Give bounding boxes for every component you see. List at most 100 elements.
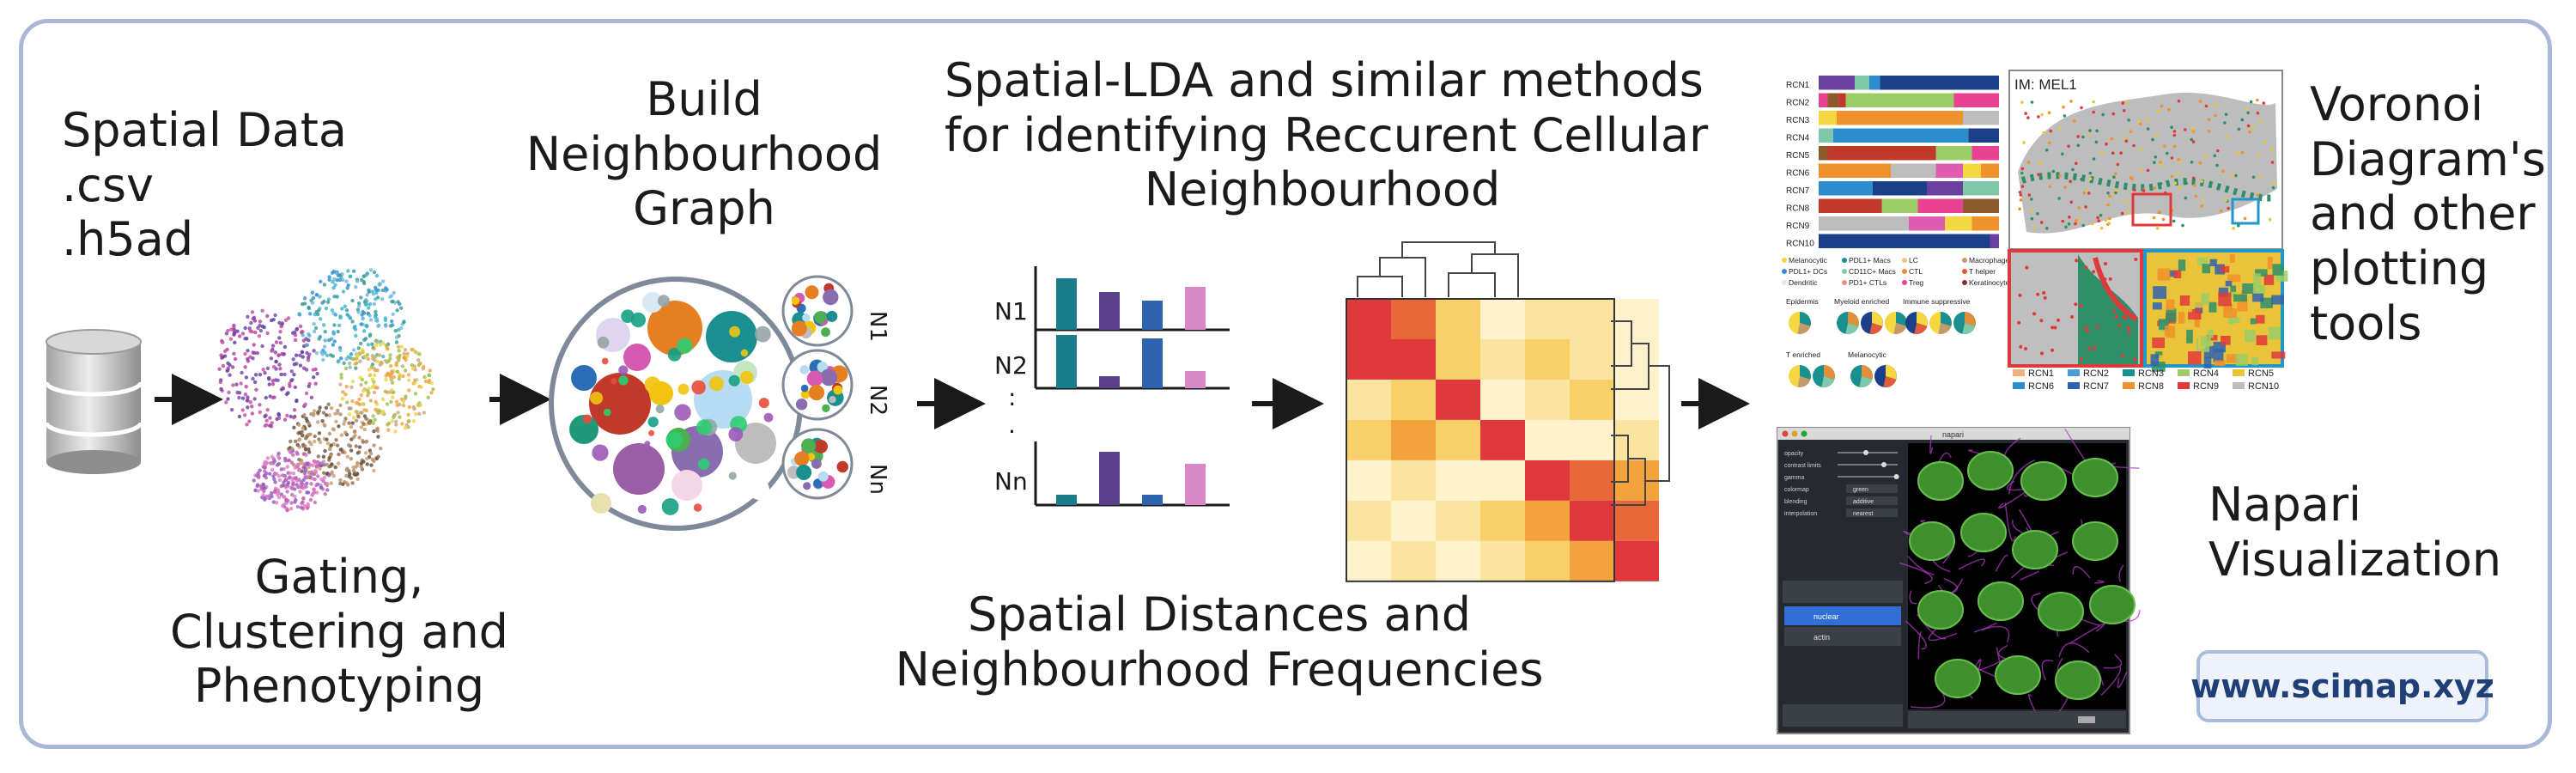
- umap-point: [285, 413, 289, 417]
- umap-point: [392, 301, 398, 305]
- umap-point: [309, 442, 313, 447]
- website-link[interactable]: www.scimap.xyz: [2190, 650, 2494, 722]
- rcn-composition-plot: RCN1RCN2RCN3RCN4RCN5RCN6RCN7RCN8RCN9RCN1…: [1786, 76, 1999, 249]
- pie-slice: [1914, 323, 1928, 334]
- cell-circle: [597, 336, 610, 349]
- umap-point: [273, 350, 277, 355]
- pie-slice: [1848, 312, 1859, 326]
- umap-point: [359, 461, 363, 466]
- umap-point: [422, 364, 426, 369]
- nbhd-label-nn: Nn: [865, 464, 890, 495]
- umap-point: [307, 474, 311, 478]
- voronoi-point: [2082, 191, 2087, 195]
- legend-label: RCN7: [2083, 381, 2109, 392]
- voronoi-point: [2057, 318, 2061, 322]
- voronoi-point: [2084, 326, 2088, 330]
- legend-swatch: [2233, 369, 2245, 376]
- voronoi-cell: [2155, 296, 2165, 307]
- voronoi-point: [2240, 150, 2245, 155]
- umap-point: [288, 449, 292, 453]
- umap-point: [380, 397, 386, 402]
- voronoi-point: [2025, 265, 2029, 270]
- napari-control-label: contrast limits: [1784, 463, 1821, 469]
- voronoi-point: [2111, 112, 2116, 116]
- voronoi-point: [2095, 325, 2099, 329]
- umap-point: [246, 399, 250, 403]
- voronoi-point: [2172, 133, 2177, 137]
- umap-point: [348, 274, 352, 279]
- voronoi-point: [2216, 149, 2220, 153]
- umap-point: [217, 367, 222, 371]
- umap-point: [294, 439, 298, 443]
- actin-fiber: [1929, 435, 1934, 454]
- umap-point: [283, 344, 288, 350]
- cell-circle: [796, 465, 812, 480]
- umap-point: [321, 454, 326, 459]
- cell-circle: [735, 423, 776, 464]
- voronoi-point: [2127, 119, 2130, 122]
- umap-point: [372, 468, 376, 473]
- voronoi-point: [2248, 130, 2251, 134]
- rcn-segment: [1855, 76, 1869, 90]
- rcn-segment: [1819, 146, 1828, 161]
- umap-point: [413, 392, 418, 396]
- umap-point: [401, 399, 406, 404]
- voronoi-point: [2243, 216, 2247, 221]
- umap-point: [352, 356, 356, 362]
- voronoi-cell: [2152, 338, 2166, 349]
- umap-point: [302, 472, 307, 476]
- umap-point: [361, 316, 365, 321]
- cell-circle: [805, 285, 819, 300]
- voronoi-point: [2020, 171, 2024, 175]
- cell-circle: [571, 365, 597, 391]
- voronoi-cell: [2218, 292, 2232, 307]
- neighbourhood-samples: [781, 275, 854, 500]
- umap-point: [228, 337, 234, 341]
- voronoi-point: [2172, 219, 2176, 223]
- umap-point: [364, 380, 368, 385]
- umap-point: [318, 405, 322, 410]
- umap-point: [407, 378, 411, 382]
- voronoi-point: [2154, 155, 2158, 159]
- umap-point: [226, 397, 230, 401]
- umap-point: [306, 358, 311, 362]
- voronoi-point: [2133, 188, 2136, 192]
- rcn-row-label: RCN9: [1786, 222, 1810, 231]
- rcn-segment: [1963, 111, 1999, 125]
- umap-point: [312, 322, 316, 326]
- voronoi-point: [2122, 314, 2126, 319]
- umap-point: [265, 456, 270, 460]
- napari-control-label: opacity: [1784, 451, 1804, 457]
- umap-point: [351, 416, 356, 420]
- voronoi-cell: [2166, 299, 2175, 310]
- gating-line-3: Phenotyping: [193, 659, 485, 714]
- heatmap-cell: [1391, 338, 1436, 380]
- heatmap-cell: [1346, 419, 1391, 460]
- voronoi-point: [2219, 209, 2223, 213]
- umap-point: [297, 457, 301, 462]
- voronoi-cell: [2256, 335, 2268, 345]
- voronoi-point: [2024, 347, 2027, 350]
- umap-point: [319, 485, 324, 490]
- umap-point: [355, 410, 359, 414]
- voronoi-cell: [2252, 293, 2264, 302]
- umap-point: [350, 421, 355, 425]
- umap-point: [291, 416, 296, 420]
- voronoi-point: [2062, 105, 2065, 109]
- voronoi-point: [2110, 137, 2113, 141]
- umap-point: [346, 269, 350, 273]
- umap-point: [295, 442, 300, 447]
- umap-point: [375, 359, 380, 364]
- voronoi-point: [2103, 277, 2107, 282]
- umap-point: [347, 406, 351, 411]
- voronoi-point: [2190, 127, 2195, 131]
- umap-point: [237, 334, 242, 338]
- voronoi-point: [2173, 181, 2177, 186]
- umap-point: [317, 431, 322, 435]
- cell-circle: [657, 295, 670, 307]
- umap-point: [296, 438, 301, 442]
- umap-point: [282, 495, 286, 499]
- voronoi-point: [2111, 151, 2115, 155]
- rcn-segment: [1819, 216, 1909, 231]
